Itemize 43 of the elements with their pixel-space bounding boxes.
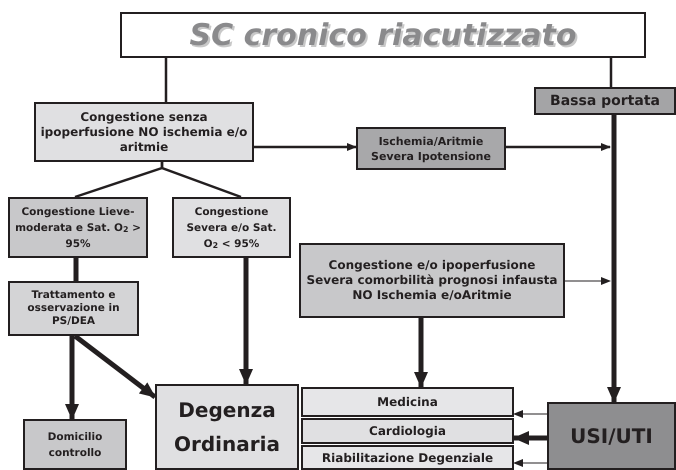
arrow — [254, 143, 357, 151]
arrow — [239, 258, 253, 385]
process-box — [356, 127, 506, 170]
arrow — [65, 336, 79, 420]
box-label: Riabilitazione Degenziale — [320, 450, 494, 466]
connector-line — [160, 162, 242, 198]
process-box — [547, 402, 676, 470]
connector-line — [164, 58, 168, 102]
arrow — [73, 334, 157, 399]
process-box — [172, 197, 291, 258]
process-box — [155, 384, 299, 470]
box-label: Congestione Severa e/o Sat. O$_{2}$ < 95% — [185, 204, 278, 252]
arrow — [564, 277, 611, 285]
ward-box — [301, 418, 514, 444]
box-label: Trattamento e osservazione in PS/DEA — [26, 289, 121, 328]
arrow — [513, 459, 548, 467]
process-box — [8, 281, 139, 336]
box-label: USI/UTI — [569, 423, 654, 450]
box-label: Medicina — [376, 394, 439, 411]
arrow — [414, 318, 428, 388]
arrow — [506, 143, 611, 151]
process-box — [23, 419, 127, 470]
ward-box — [301, 387, 514, 417]
title-text: SC cronico riacutizzato — [188, 16, 578, 54]
connector-line — [74, 258, 78, 281]
box-label: Degenza Ordinaria — [173, 397, 281, 458]
process-box — [534, 87, 676, 115]
process-box — [299, 243, 565, 318]
box-label: Cardiologia — [368, 423, 447, 440]
box-label: Domicilio controllo — [46, 430, 104, 460]
process-box — [34, 102, 254, 162]
arrow — [513, 410, 548, 418]
title-box — [120, 12, 646, 58]
arrow — [607, 115, 621, 403]
box-label: Congestione senza ipoperfusione NO ischemia e/o aritmie — [40, 110, 248, 154]
box-label: Congestione Lieve-moderata e Sat. O$_{2}$ > 95% — [14, 204, 142, 252]
box-label: Congestione e/o ipoperfusione Severa comorbilità prognosi infausta NO Ischemia e/oAritmie — [306, 258, 558, 303]
box-label: Ischemia/Aritmie Severa Ipotensione — [370, 134, 492, 164]
ward-box — [301, 445, 514, 470]
box-label: Bassa portata — [549, 92, 661, 110]
process-box — [8, 197, 148, 258]
connector-line — [610, 58, 612, 87]
arrow — [513, 431, 547, 445]
